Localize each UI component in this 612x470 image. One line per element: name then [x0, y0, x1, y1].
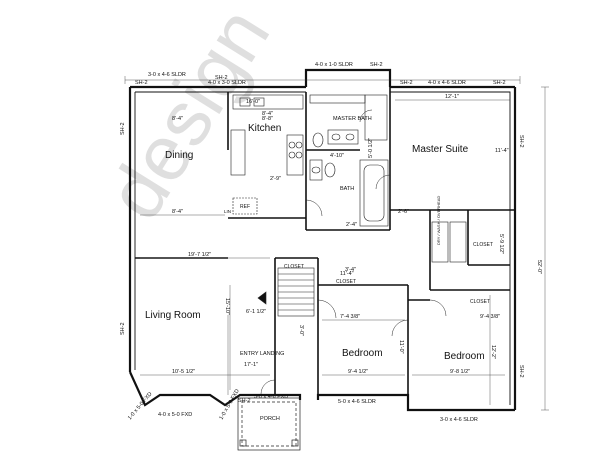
dimension-8-4b: 8'-4" — [172, 209, 183, 215]
window-label-bottom-2: 5-0 x 4-6 SLDR — [338, 399, 376, 405]
shear-tag: SH-2 — [400, 80, 413, 86]
window-label-top-2: 4-0 x 4-6 SLDR — [428, 80, 466, 86]
dimension-17-1: 17'-1" — [244, 362, 258, 368]
shear-tag: SH-2 — [493, 80, 506, 86]
dimension-10-5: 10'-5 1/2" — [172, 369, 195, 375]
shear-tag: SH-2 — [370, 62, 383, 68]
window-label-top-4: 4-0 x 1-0 SLDR — [315, 62, 353, 68]
dimension-16-0: 16'-0" — [246, 99, 260, 105]
room-label-porch: PORCH — [260, 416, 280, 422]
dimension-3-4: 3'-4" — [345, 267, 356, 273]
shear-tag: SH-2 — [120, 322, 126, 335]
window-label-bay-right: 1-0 x 5-0 FXD — [219, 388, 241, 421]
staircase — [257, 267, 315, 317]
room-label-bath: BATH — [340, 186, 354, 192]
room-label-entry-landing: ENTRY LANDING — [240, 351, 284, 357]
dimension-5-0: 5'-0 1/2" — [368, 138, 374, 158]
window-label-top-1: 4-0 x 3-0 SLDR — [208, 80, 246, 86]
dimension-11-4b: 11'-4" — [340, 271, 354, 277]
porch — [237, 397, 301, 451]
dimension-15-10: 15'-10" — [224, 298, 230, 315]
shear-tag: SH-2 — [120, 122, 126, 135]
dimension-2-4: 2'-4" — [346, 222, 357, 228]
window-label-bottom-3: 4-0 x 5-0 FXD — [158, 412, 192, 418]
dimension-3-0: 3'-0" — [298, 325, 304, 336]
dimension-6-1: 6'-1 1/2" — [246, 309, 266, 315]
exterior-walls-inner — [134, 91, 511, 405]
shear-tag: SH-2 — [238, 398, 251, 404]
shear-tag: SH-2 — [518, 135, 524, 148]
room-label-bedroom-1: Bedroom — [342, 348, 383, 359]
dimension-2-6: 2'-6" — [398, 209, 409, 215]
dimension-12-2: 12'-2" — [490, 345, 496, 359]
exterior-walls — [128, 68, 517, 412]
shear-tag: SH-2 — [215, 75, 228, 81]
laundry-fixtures — [431, 221, 467, 263]
dimension-11-0: 11'-0" — [398, 340, 404, 354]
room-label-bedroom-2: Bedroom — [444, 351, 485, 362]
interior-walls — [135, 87, 515, 410]
window-label-top-3: 3-0 x 4-6 SLDR — [148, 72, 186, 78]
dimension-9-4: 9'-4 3/8" — [480, 314, 500, 320]
room-label-living-room: Living Room — [145, 310, 201, 321]
kitchen-fixtures — [230, 94, 304, 215]
window-label-bottom-1: 3-0 x 4-6 SLDR — [440, 417, 478, 423]
dimension-11-4: 11'-4" — [495, 148, 509, 154]
room-label-closet-1: CLOSET — [284, 264, 304, 270]
dimension-7-4: 7'-4 3/8" — [340, 314, 360, 320]
dimension-4-10: 4'-10" — [330, 153, 344, 159]
dimension-lines — [124, 76, 549, 411]
dimension-9-8: 9'-8 1/2" — [450, 369, 470, 375]
dimension-5-9: 5'-9 1/2" — [498, 234, 504, 254]
shear-tag: SH-2 — [135, 80, 148, 86]
dimension-8-4c: 8'-4" — [262, 111, 273, 117]
shear-tag: SH-2 — [518, 365, 524, 378]
room-label-closet-4: CLOSET — [470, 299, 490, 305]
room-label-laundry: DRY / WASH / OVERHEAD — [436, 196, 441, 245]
dimension-2-9: 2'-9" — [270, 176, 281, 182]
dimension-12-1: 12'-1" — [445, 94, 459, 100]
room-label-master-bath: MASTER BATH — [333, 116, 372, 122]
room-label-dining: Dining — [165, 150, 193, 161]
dimension-8-4a: 8'-4" — [172, 116, 183, 122]
room-label-master-suite: Master Suite — [412, 144, 469, 155]
dimension-19-7: 19'-7 1/2" — [188, 252, 211, 258]
dimension-9-4b: 9'-4 1/2" — [348, 369, 368, 375]
room-label-ref: REF — [240, 204, 250, 210]
bath-fixtures — [309, 94, 389, 227]
room-label-closet-3: CLOSET — [473, 242, 493, 248]
room-label-linen: LIN — [224, 209, 231, 214]
window-label-bottom-4: 5-0 x 4-6 FXD — [254, 394, 288, 400]
room-label-closet-2: CLOSET — [336, 279, 356, 285]
dimension-52-0: 52'-0" — [536, 260, 542, 274]
door-swings — [260, 109, 447, 395]
room-label-kitchen: Kitchen — [248, 123, 281, 134]
dimension-8-8: 8'-8" — [262, 116, 273, 122]
